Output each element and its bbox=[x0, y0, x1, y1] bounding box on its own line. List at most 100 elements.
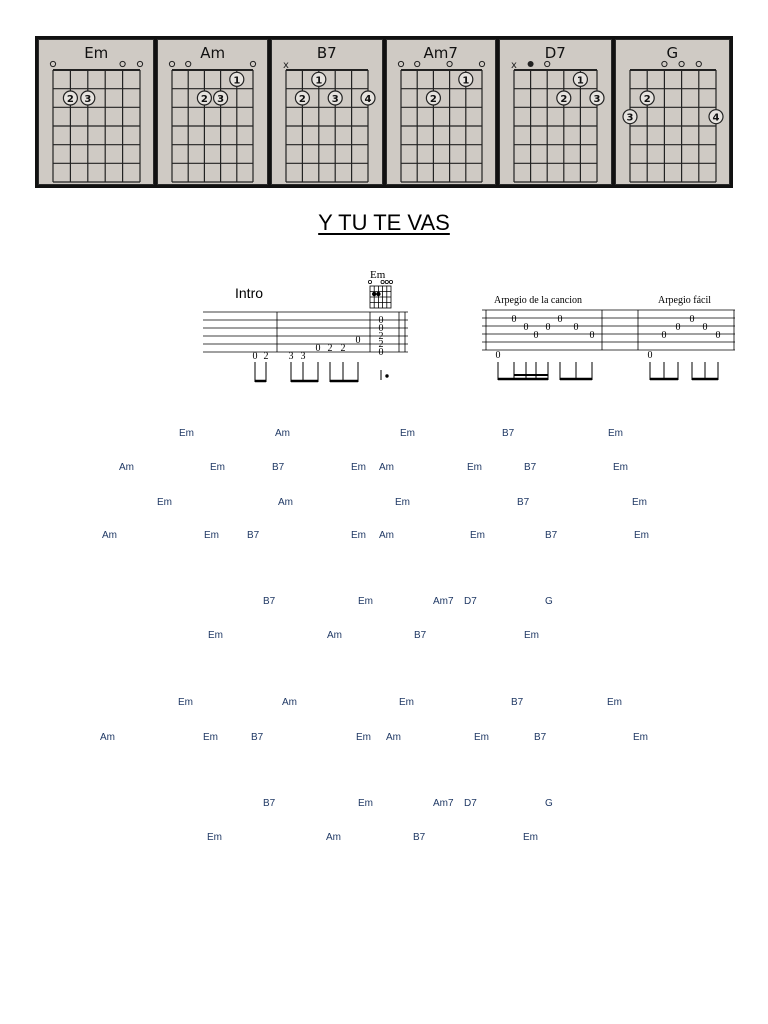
chord-label: Em bbox=[203, 732, 218, 743]
root-marker bbox=[527, 61, 534, 67]
finger-number: 3 bbox=[332, 94, 339, 105]
open-string-marker bbox=[446, 60, 453, 68]
arpeggio-fret-number: 0 bbox=[524, 322, 529, 333]
open-string-marker bbox=[169, 60, 176, 68]
open-string-marker bbox=[478, 60, 485, 68]
intro-end-chord-fret: 2 bbox=[379, 331, 384, 342]
chord-label: Em bbox=[178, 697, 193, 708]
chord-label: Am bbox=[327, 630, 342, 641]
chord-label: B7 bbox=[413, 832, 426, 843]
chord-label: B7 bbox=[545, 530, 558, 541]
chord-label: Em bbox=[351, 462, 366, 473]
chord-label: Em bbox=[358, 798, 373, 809]
arpeggio-fret-number: 0 bbox=[590, 330, 595, 341]
chord-label: B7 bbox=[511, 697, 524, 708]
chord-label: B7 bbox=[524, 462, 537, 473]
chord-label: Em bbox=[210, 462, 225, 473]
chord-label: Am bbox=[119, 462, 134, 473]
arpeggio-rhythm-stems bbox=[497, 362, 719, 381]
finger-number: 3 bbox=[594, 94, 601, 105]
open-string-marker bbox=[678, 60, 685, 68]
arpeggio-song-label: Arpegio de la cancion bbox=[494, 295, 582, 306]
finger-number: 2 bbox=[201, 94, 208, 105]
intro-fret-number: 3 bbox=[301, 351, 306, 362]
finger-number: 1 bbox=[234, 75, 241, 86]
finger-position-dot bbox=[589, 90, 605, 106]
chord-label: B7 bbox=[534, 732, 547, 743]
finger-position-dot bbox=[457, 71, 473, 87]
finger-position-dot bbox=[360, 90, 376, 106]
arpeggio-easy-fret-number: 0 bbox=[690, 314, 695, 325]
open-string-marker bbox=[413, 60, 420, 68]
chord-label: Am bbox=[275, 428, 290, 439]
arpeggio-easy-label: Arpegio fácil bbox=[658, 295, 711, 306]
chord-label: Em bbox=[607, 697, 622, 708]
open-string-marker bbox=[136, 60, 144, 68]
open-string-marker bbox=[119, 60, 126, 68]
finger-number: 2 bbox=[560, 94, 567, 105]
finger-position-dot bbox=[197, 90, 213, 106]
finger-number: 4 bbox=[712, 113, 719, 124]
intro-rhythm-stems bbox=[254, 362, 389, 383]
arpeggio-easy-fret-number: 0 bbox=[662, 330, 667, 341]
muted-string-marker: x bbox=[511, 60, 517, 71]
open-string-marker bbox=[49, 60, 57, 68]
chord-label: Em bbox=[523, 832, 538, 843]
chord-label: Em bbox=[467, 462, 482, 473]
chord-label: Em bbox=[179, 428, 194, 439]
arpeggio-fret-number: 0 bbox=[574, 322, 579, 333]
chord-diagram-name: Am bbox=[200, 44, 226, 62]
intro-label: Intro bbox=[235, 285, 263, 301]
finger-number: 3 bbox=[218, 94, 225, 105]
chord-label: Am bbox=[379, 462, 394, 473]
chord-label: Em bbox=[204, 530, 219, 541]
chord-label: Am bbox=[379, 530, 394, 541]
arpeggio-easy-fret-number: 0 bbox=[703, 322, 708, 333]
arpeggio-easy-fret-number: 0 bbox=[716, 330, 721, 341]
finger-number: 4 bbox=[365, 94, 372, 105]
chord-label: G bbox=[545, 596, 553, 607]
chord-diagram-name: G bbox=[666, 44, 679, 62]
finger-number: 2 bbox=[67, 94, 74, 105]
chord-label: B7 bbox=[251, 732, 264, 743]
intro-staff bbox=[203, 311, 408, 353]
chord-diagram-name: B7 bbox=[316, 44, 337, 62]
intro-tablature: Intro Em bbox=[203, 269, 408, 383]
finger-number: 1 bbox=[462, 75, 469, 86]
finger-number: 2 bbox=[299, 94, 306, 105]
finger-number: 2 bbox=[429, 94, 436, 105]
finger-position-dot bbox=[80, 90, 96, 106]
arpeggio-fret-number: 0 bbox=[546, 322, 551, 333]
chord-label: Em bbox=[613, 462, 628, 473]
chord-label: Am7 bbox=[433, 596, 454, 607]
finger-position-dot bbox=[639, 90, 655, 106]
intro-end-chord-fret: 0 bbox=[379, 323, 384, 334]
arpeggio-tablature: Arpegio de la cancion Arpegio fácil 0 0 … bbox=[482, 295, 735, 381]
chord-label: Em bbox=[399, 697, 414, 708]
finger-position-dot bbox=[213, 90, 229, 106]
open-string-marker bbox=[250, 60, 257, 68]
finger-position-dot bbox=[425, 90, 441, 106]
finger-number: 2 bbox=[643, 94, 650, 105]
finger-position-dot bbox=[621, 109, 638, 125]
intro-fret-number: 2 bbox=[341, 343, 346, 354]
arpeggio-fret-number: 0 bbox=[496, 350, 501, 361]
intro-fret-number: 0 bbox=[316, 343, 321, 354]
arpeggio-fret-number: 0 bbox=[512, 314, 517, 325]
chord-label: B7 bbox=[272, 462, 285, 473]
intro-fret-number: 2 bbox=[264, 351, 269, 362]
finger-position-dot bbox=[62, 90, 78, 106]
chord-label: Em bbox=[474, 732, 489, 743]
arpeggio-fret-number: 0 bbox=[534, 330, 539, 341]
chord-diagram-name: Em bbox=[84, 44, 109, 62]
intro-end-chord-fret: 0 bbox=[379, 315, 384, 326]
